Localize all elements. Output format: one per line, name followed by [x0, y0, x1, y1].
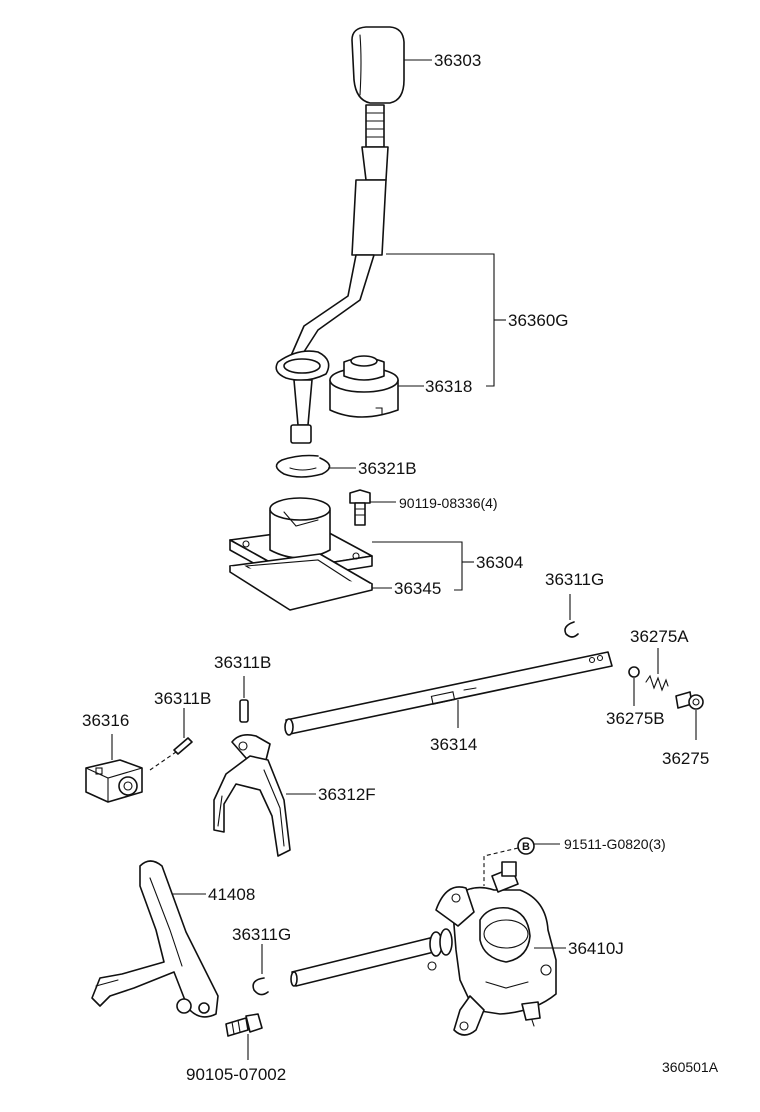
shift-fork-upper [213, 734, 291, 857]
shift-lever [275, 104, 389, 444]
label-36410J: 36410J [568, 939, 624, 958]
label-36321B: 36321B [358, 459, 417, 478]
label-90119-08336: 90119-08336(4) [399, 495, 498, 511]
label-36318: 36318 [425, 377, 472, 396]
label-91511-G0820: 91511-G0820(3) [564, 836, 666, 852]
label-36304: 36304 [476, 553, 523, 572]
label-36311B-left: 36311B [154, 689, 211, 708]
e-ring-lower [252, 977, 269, 996]
gasket [229, 553, 373, 611]
label-36275: 36275 [662, 749, 709, 768]
bolt-top [349, 489, 371, 526]
boot [329, 355, 399, 418]
shift-head [85, 759, 143, 803]
label-36311G-lower: 36311G [232, 925, 291, 944]
label-41408: 41408 [208, 885, 255, 904]
label-36312F: 36312F [318, 785, 376, 804]
figure-code: 360501A [662, 1059, 719, 1075]
snap-ring [275, 454, 331, 478]
dashed-36316 [149, 751, 177, 771]
label-36360G: 36360G [508, 311, 569, 330]
detent-ball [628, 666, 640, 678]
label-36345: 36345 [394, 579, 441, 598]
callout-b-circle [517, 837, 535, 855]
bracket-36360G [386, 253, 495, 387]
shift-knob [351, 26, 405, 104]
pin-upper [239, 699, 249, 723]
label-36275B: 36275B [606, 709, 665, 728]
label-36314: 36314 [430, 735, 477, 754]
detent-plug [675, 691, 704, 710]
label-36311B-upper: 36311B [214, 653, 271, 672]
label-36316: 36316 [82, 711, 129, 730]
shift-shaft [284, 651, 613, 736]
label-90105-07002: 90105-07002 [186, 1065, 286, 1084]
label-36275A: 36275A [630, 627, 689, 646]
pin-left [173, 737, 193, 755]
e-ring-right [564, 621, 579, 638]
shift-assembly [290, 861, 557, 1036]
label-36311G-right: 36311G [545, 570, 604, 589]
shift-fork-lower [91, 860, 219, 1018]
callout-b-letter: B [522, 841, 530, 853]
detent-spring [645, 674, 669, 692]
bolt-bottom [225, 1013, 263, 1037]
label-36303: 36303 [434, 51, 481, 70]
bracket-36304 [372, 541, 463, 591]
